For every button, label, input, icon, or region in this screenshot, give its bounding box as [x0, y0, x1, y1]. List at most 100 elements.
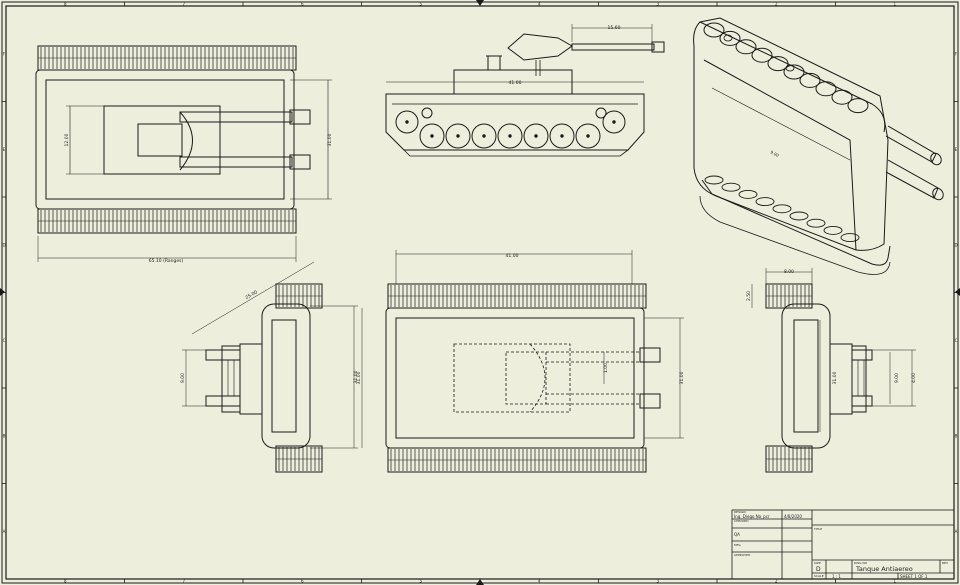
- road-wheel-hub: [405, 120, 409, 124]
- iso-lower-wheel: [789, 211, 809, 221]
- iso-idler: [723, 34, 733, 42]
- tb-dwg-title: Tanque Antiaereo: [855, 565, 913, 573]
- right-view: [751, 268, 916, 473]
- side-view-barrel-dim: 15.60: [608, 25, 621, 31]
- side-view-barrel: [571, 43, 655, 51]
- right-view-barrel-lower: [851, 395, 873, 407]
- iso-view-lower-edge: [703, 59, 857, 251]
- iso-view-body: [693, 17, 889, 251]
- left-view-diag-dim: 25.00: [244, 289, 258, 301]
- border-col-label: 5: [419, 2, 422, 7]
- top-view-barrel-upper-tip: [289, 109, 311, 125]
- border-row-label: D: [954, 242, 957, 247]
- border-row-label: E: [955, 147, 958, 152]
- tb-rev-label: REV: [942, 561, 949, 565]
- border-col-label: 4: [538, 2, 541, 7]
- road-wheel: [445, 123, 471, 149]
- border-row-label: C: [3, 338, 6, 343]
- right-view-b-dim: 4.00: [911, 373, 917, 383]
- iso-lower-wheel: [738, 189, 758, 199]
- top-view-turret-arc: [179, 111, 193, 171]
- iso-road-wheel: [815, 81, 837, 97]
- iso-lower-wheel: [823, 225, 843, 235]
- bottom-view-width-left-dim: 31.00: [356, 371, 362, 384]
- top-view-barrel-lower-tip: [289, 154, 311, 170]
- border-col-label: 3: [656, 2, 659, 7]
- iso-view-bottom-track: [701, 179, 891, 266]
- iso-road-wheel: [831, 89, 853, 105]
- road-wheel: [549, 123, 575, 149]
- iso-road-wheel: [703, 22, 725, 38]
- bottom-view: [361, 250, 684, 473]
- top-view-hull-inner: [45, 79, 285, 200]
- road-wheel-hub: [456, 134, 460, 138]
- iso-view-barrel-lower: [885, 159, 939, 199]
- iso-lower-wheel: [840, 233, 860, 243]
- road-wheel: [497, 123, 523, 149]
- border-col-label: 6: [301, 579, 304, 584]
- tb-checked-value: QA: [734, 532, 740, 537]
- right-view-width-dim: 31.00: [832, 371, 838, 384]
- left-view-barrel-upper: [205, 349, 241, 361]
- top-view-turret-core: [137, 123, 183, 157]
- iso-view-barrel-upper: [885, 125, 937, 163]
- road-wheel-hub: [534, 134, 538, 138]
- tb-date: 4/8/2020: [784, 514, 802, 519]
- right-view-a-dim: 9.00: [894, 373, 900, 383]
- left-view: [182, 261, 358, 473]
- border-col-label: 6: [301, 2, 304, 7]
- top-view-length-dim: 65.10 (Ranges): [149, 258, 184, 264]
- iso-lower-wheel: [721, 182, 741, 192]
- tb-approved-label: APPROVED: [734, 553, 751, 557]
- border-row-label: C: [955, 338, 958, 343]
- border-col-label: 8: [64, 579, 67, 584]
- top-view-width-dim: 31.00: [327, 133, 333, 146]
- border-row-label: F: [3, 51, 6, 56]
- tb-designed-label: DESIGN: [734, 510, 746, 514]
- side-view-idler-front: [421, 107, 433, 119]
- iso-road-wheel: [799, 72, 821, 88]
- iso-road-wheel: [719, 30, 741, 46]
- road-wheel: [602, 110, 626, 134]
- border-row-label: D: [2, 242, 5, 247]
- road-wheel-hub: [560, 134, 564, 138]
- top-view-hull: [35, 69, 295, 210]
- border-col-label: 4: [538, 579, 541, 584]
- tb-sheet-label: SHEET 1 OF 1: [900, 574, 928, 579]
- tb-mfg-label: MFG: [734, 543, 741, 547]
- road-wheel-hub: [612, 120, 616, 124]
- right-view-barrel-upper: [851, 349, 873, 361]
- tb-scale-value: 1 : 1: [832, 574, 841, 579]
- road-wheel: [575, 123, 601, 149]
- border-col-label: 7: [182, 579, 185, 584]
- border-col-label: 2: [775, 579, 778, 584]
- iso-view-note: 9.00: [770, 149, 781, 158]
- border-row-label: F: [955, 51, 958, 56]
- iso-lower-wheel: [806, 218, 826, 228]
- border-col-label: 2: [775, 2, 778, 7]
- left-view-width-dim: 31.00: [353, 370, 359, 383]
- tb-size-label: SIZE: [814, 561, 821, 565]
- road-wheel: [523, 123, 549, 149]
- top-view: [35, 45, 332, 262]
- side-view-hull-dim: 41.00: [509, 80, 522, 86]
- iso-idler: [785, 64, 795, 72]
- left-view-barrel-lower: [205, 395, 241, 407]
- road-wheel: [419, 123, 445, 149]
- bottom-view-width-right-dim: 31.00: [679, 371, 685, 384]
- road-wheel-hub: [482, 134, 486, 138]
- side-view: [385, 24, 665, 157]
- border-col-label: 3: [656, 579, 659, 584]
- road-wheel-hub: [586, 134, 590, 138]
- road-wheel-hub: [430, 134, 434, 138]
- border-row-label: B: [3, 433, 6, 438]
- tb-title-label: TITLE: [813, 527, 822, 531]
- border-row-label: A: [3, 529, 6, 534]
- tb-scale-label: SCALE: [814, 574, 824, 578]
- border-col-label: 1: [893, 579, 896, 584]
- side-view-idler-rear: [595, 107, 607, 119]
